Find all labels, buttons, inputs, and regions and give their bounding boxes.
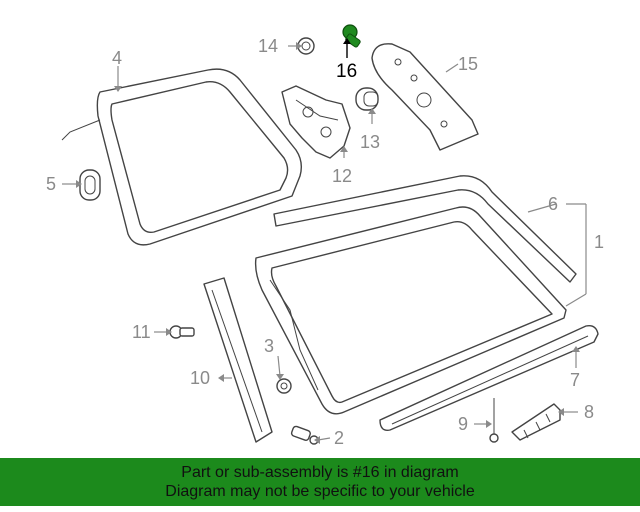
part-7-lower-molding[interactable] <box>379 324 599 431</box>
callout-4: 4 <box>112 48 122 68</box>
parts-diagram: 4 5 14 16 12 13 15 6 1 7 11 3 10 9 8 2 <box>46 24 604 448</box>
part-9-pin[interactable] <box>489 398 499 443</box>
callout-7: 7 <box>570 370 580 390</box>
callout-5: 5 <box>46 174 56 194</box>
callout-10: 10 <box>190 368 210 388</box>
leader-lines <box>62 42 587 441</box>
footer-line-1: Part or sub-assembly is #16 in diagram <box>181 464 459 481</box>
callout-1: 1 <box>594 232 604 252</box>
part-8-clip-strip[interactable] <box>511 403 561 441</box>
callout-labels: 4 5 14 16 12 13 15 6 1 7 11 3 10 9 8 2 <box>46 36 604 448</box>
callout-3: 3 <box>264 336 274 356</box>
callout-13: 13 <box>360 132 380 152</box>
part-1-glass-assembly[interactable] <box>254 206 567 415</box>
callout-6: 6 <box>548 194 558 214</box>
part-2-screw[interactable] <box>290 425 319 445</box>
callout-9: 9 <box>458 414 468 434</box>
callout-2: 2 <box>334 428 344 448</box>
footer-line-2: Diagram may not be specific to your vehi… <box>165 483 475 500</box>
callout-15: 15 <box>458 54 478 74</box>
part-3-screw[interactable] <box>276 378 292 394</box>
part-15-bracket[interactable] <box>371 43 479 151</box>
footer-banner: Part or sub-assembly is #16 in diagram D… <box>0 458 640 506</box>
callout-16: 16 <box>336 61 357 82</box>
part-4-window-seal[interactable] <box>61 68 303 246</box>
callout-14: 14 <box>258 36 278 56</box>
part-10-pillar-trim[interactable] <box>203 277 273 443</box>
callout-11: 11 <box>132 322 151 342</box>
part-5-grommet[interactable] <box>79 169 101 201</box>
callout-12: 12 <box>332 166 352 186</box>
part-6-weatherstrip[interactable] <box>273 175 577 283</box>
callout-8: 8 <box>584 402 594 422</box>
part-16-bolt[interactable] <box>342 24 361 48</box>
part-11-bolt[interactable] <box>169 325 195 339</box>
arrowheads <box>76 38 580 444</box>
part-13-clip[interactable] <box>355 87 379 111</box>
